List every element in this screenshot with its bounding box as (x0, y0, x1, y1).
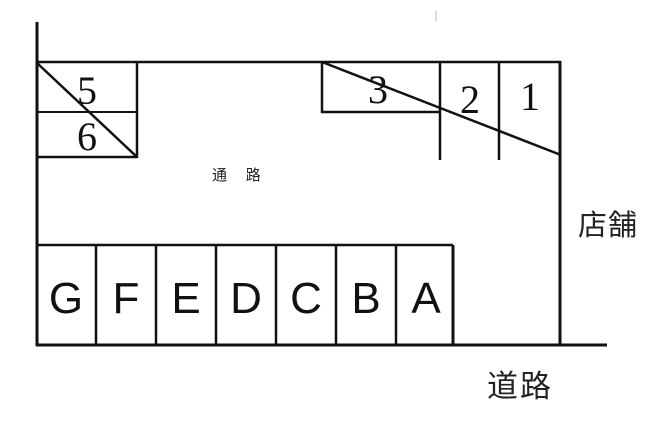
stall-letter-d: D (230, 274, 262, 323)
stall-letter-f: F (113, 274, 140, 323)
stall-56-strikethrough-diagonal (36, 62, 138, 158)
stall-block-2-1 (438, 62, 501, 160)
lot-outline (35, 22, 607, 347)
stall-block-3 (320, 62, 441, 114)
stall-letter-g: G (49, 274, 83, 323)
stall-block-5-6 (36, 62, 139, 159)
road-label: 道路 (487, 369, 553, 405)
stall-letter-a: A (411, 274, 441, 323)
letter-stall-row (36, 243, 455, 345)
stall-number-6: 6 (77, 114, 97, 159)
stall-letter-b: B (351, 274, 380, 323)
aisle-label: 通 路 (212, 166, 268, 184)
stall-number-5: 5 (77, 68, 97, 113)
stall-letter-c: C (290, 274, 322, 323)
stall-number-2: 2 (460, 77, 480, 122)
stall-number-1: 1 (520, 74, 540, 119)
stall-number-3: 3 (368, 67, 388, 112)
store-label: 店舗 (578, 208, 638, 242)
stalls-321-strikethrough-diagonal (321, 60, 562, 157)
stall-letter-e: E (171, 274, 200, 323)
